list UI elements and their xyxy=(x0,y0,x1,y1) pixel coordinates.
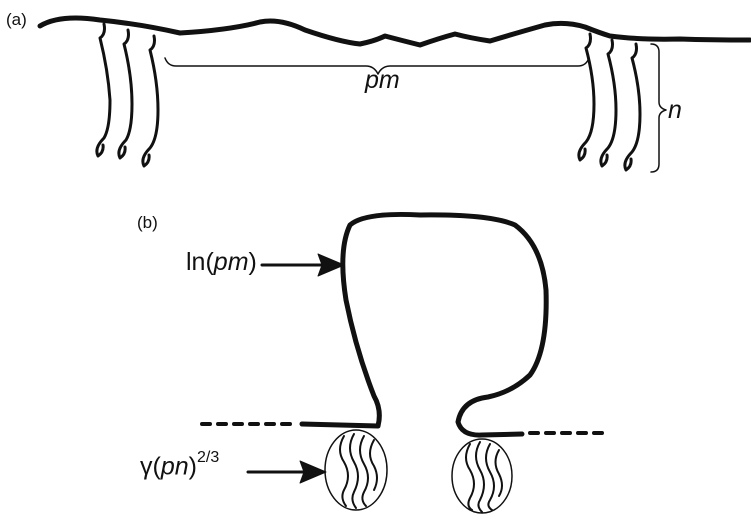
ln-pm-arrow xyxy=(262,254,344,276)
pm-width-label: pm xyxy=(365,66,400,95)
blob-chain xyxy=(360,436,368,506)
blob-label-var: pn xyxy=(161,452,189,480)
blob-chain xyxy=(486,444,494,510)
left-polymer-chains xyxy=(97,24,158,166)
blob-label-open: ( xyxy=(153,452,161,480)
blob-label-close: ) xyxy=(189,452,197,480)
n-height-brace xyxy=(651,44,666,172)
blob-chain xyxy=(466,444,474,510)
polymer-loop xyxy=(302,214,546,435)
polymer-chain xyxy=(119,30,132,158)
blob-outline xyxy=(325,430,387,510)
loop-label-var: pm xyxy=(214,248,249,276)
polymer-chain xyxy=(143,36,158,166)
panel-b-label: (b) xyxy=(137,213,158,233)
right-polymer-chains xyxy=(579,34,640,170)
membrane-surface-line xyxy=(40,18,750,45)
polymer-chain xyxy=(625,44,640,170)
polymer-chain xyxy=(97,24,110,156)
blob-chain xyxy=(476,442,484,512)
blob-size-label: γ(pn)2/3 xyxy=(140,452,219,481)
n-height-label: n xyxy=(668,96,682,125)
left-blob xyxy=(325,430,387,510)
loop-size-label: ln(pm) xyxy=(186,248,257,277)
right-blob xyxy=(452,439,512,513)
blob-label-exponent: 2/3 xyxy=(197,449,219,466)
polymer-chain xyxy=(601,40,616,166)
blob-chain xyxy=(340,436,348,506)
blob-chain xyxy=(350,434,358,508)
blob-label-symbol: γ xyxy=(140,452,153,480)
polymer-chain xyxy=(579,34,594,160)
blob-chain xyxy=(370,440,377,490)
blob-chain xyxy=(496,450,503,496)
gamma-arrow xyxy=(248,461,326,483)
loop-label-suffix: ) xyxy=(249,248,257,276)
panel-a-label: (a) xyxy=(6,10,27,30)
loop-label-prefix: ln( xyxy=(186,248,214,276)
